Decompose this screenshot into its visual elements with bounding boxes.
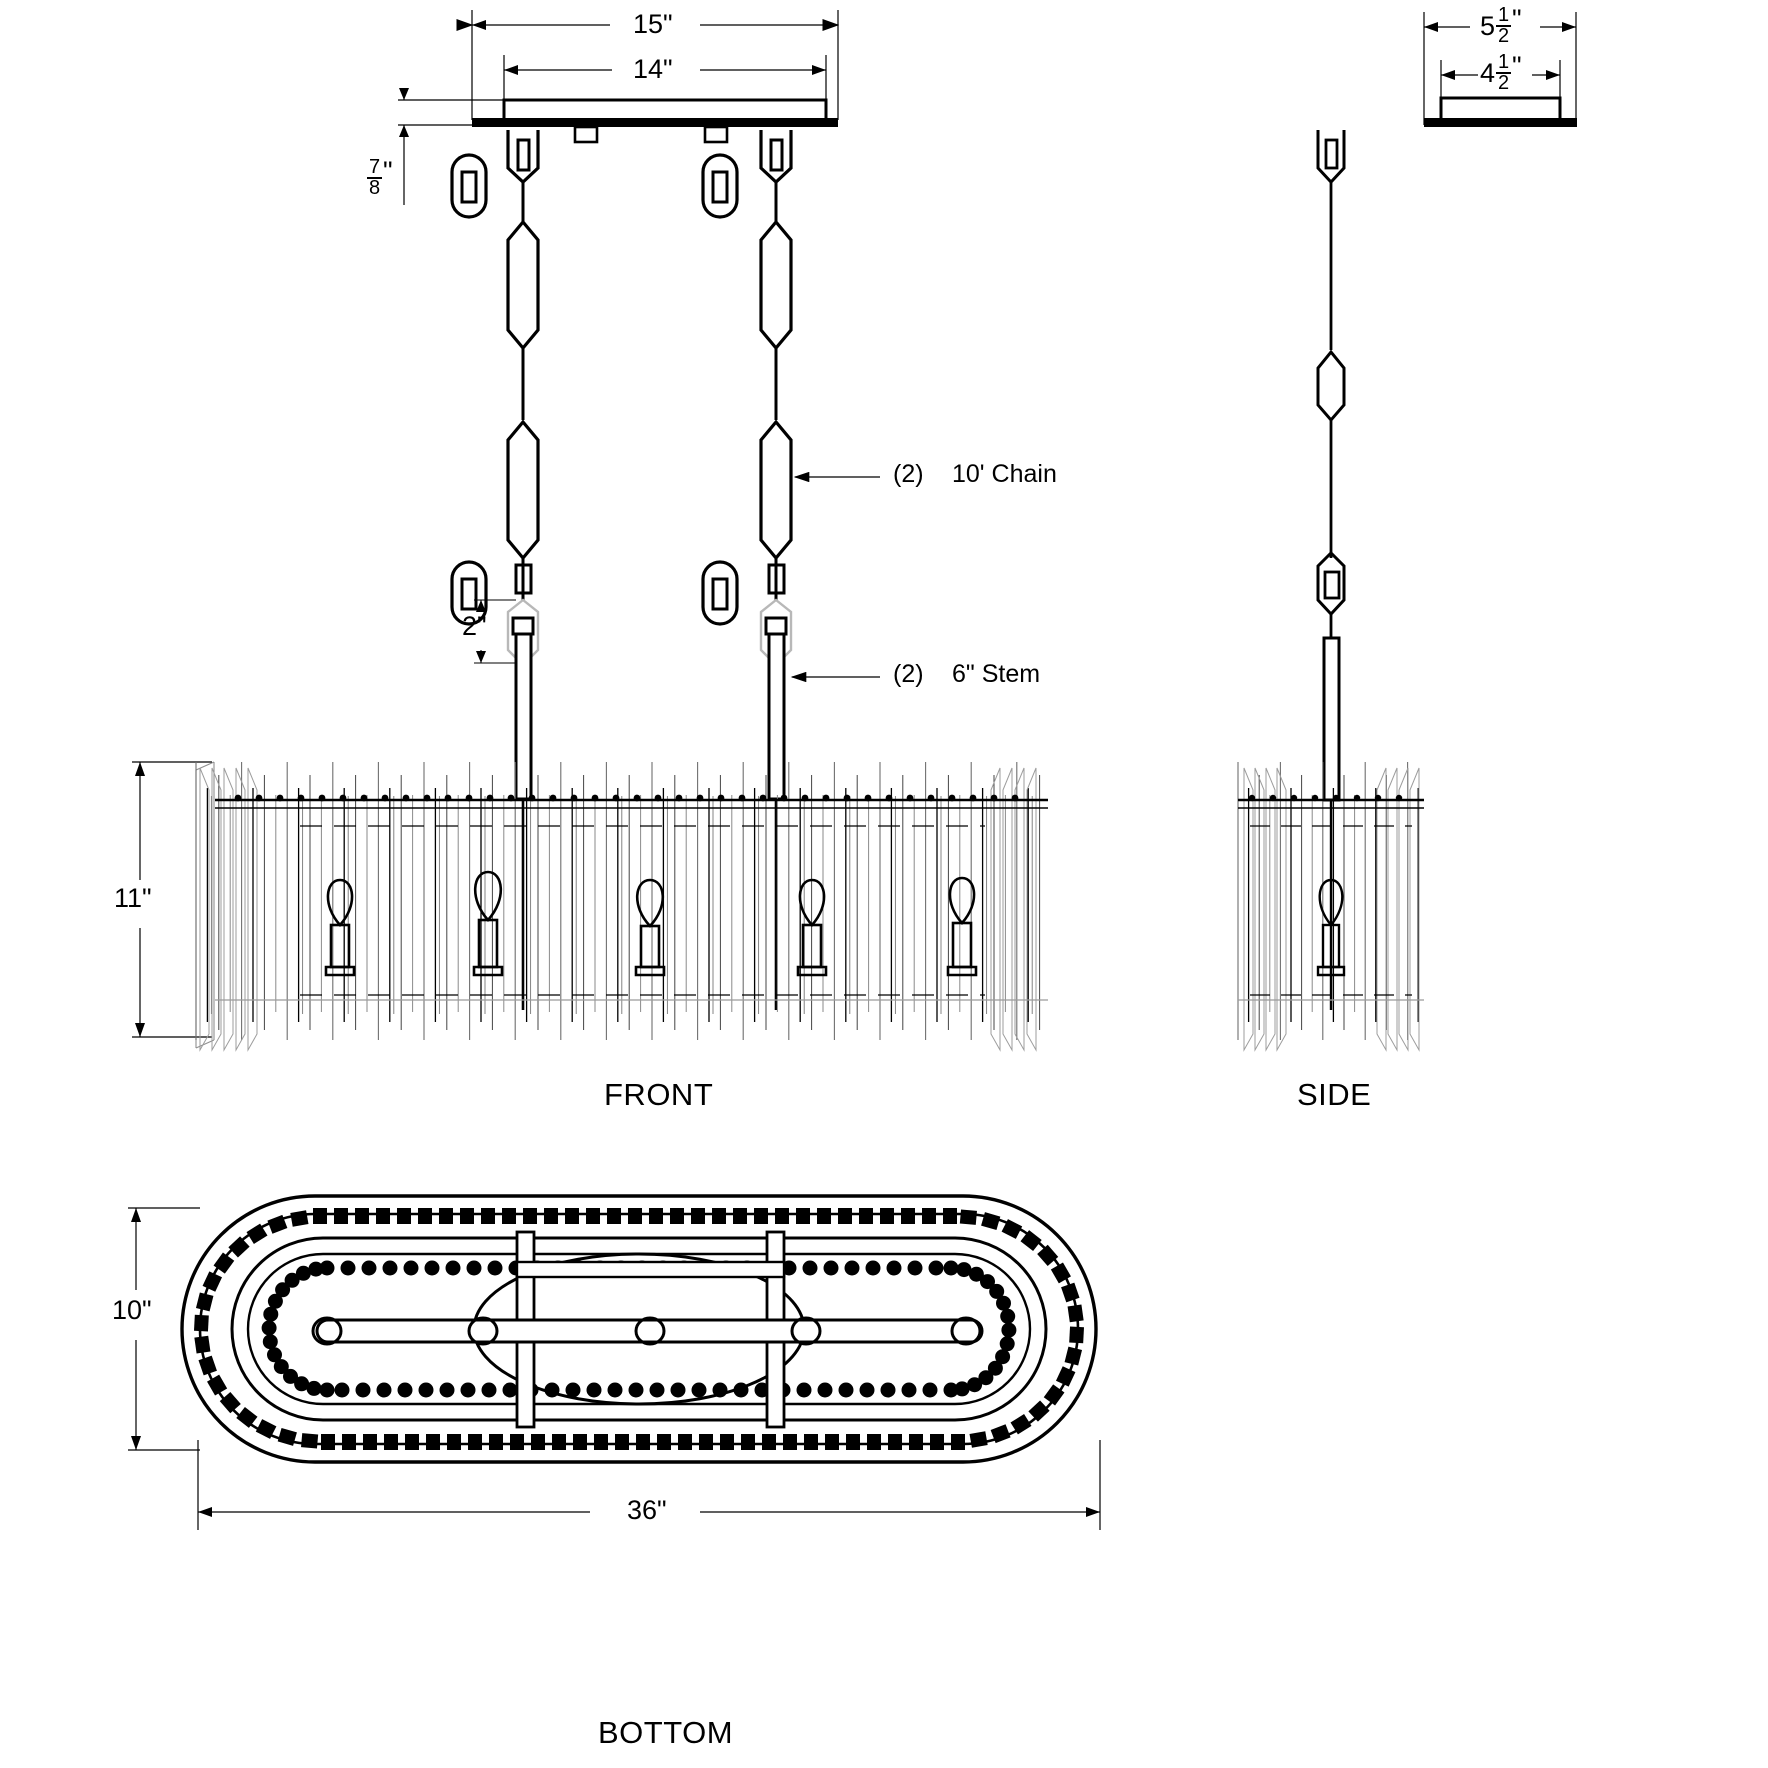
dim-label-10in: 10" — [112, 1295, 152, 1325]
side-chain — [1316, 130, 1346, 1010]
view-label-side: SIDE — [1297, 1077, 1372, 1112]
canopy-side — [1424, 96, 1577, 127]
dim-36in — [197, 1440, 1101, 1530]
front-shade — [195, 761, 1041, 1052]
bottom-view-geometry — [128, 1194, 1101, 1530]
dim-4half — [1440, 60, 1561, 120]
bottom-frame — [311, 1230, 984, 1429]
dim-label-5half: 5 1 2 " — [1480, 4, 1522, 47]
dim-10in — [128, 1207, 200, 1451]
view-label-front: FRONT — [604, 1077, 714, 1112]
dim-label-36in: 36" — [627, 1495, 667, 1525]
side-view-geometry — [1237, 12, 1577, 1052]
side-shade — [1237, 762, 1424, 1052]
front-hanger-left — [506, 130, 540, 1010]
spare-link-3 — [450, 560, 488, 626]
spare-link-4 — [701, 560, 739, 626]
front-hanger-right — [759, 130, 793, 1010]
dim-5half — [1423, 12, 1577, 125]
candle-2 — [472, 870, 504, 977]
callout-stem-qty: (2) — [893, 660, 924, 688]
spare-link-2 — [701, 153, 739, 219]
dim-label-4half: 4 1 2 " — [1480, 51, 1522, 94]
dim-label-15in: 15" — [633, 9, 673, 39]
front-frame-lines — [215, 798, 1048, 1001]
spare-link-1 — [450, 153, 488, 219]
front-candles — [324, 870, 978, 977]
dim-11in — [132, 761, 212, 1038]
callout-chain-qty: (2) — [893, 460, 924, 488]
front-view-geometry — [132, 10, 1048, 1052]
dim-7-8in — [398, 88, 512, 205]
dim-label-11in: 11" — [114, 883, 152, 913]
candle-1 — [324, 878, 356, 977]
view-label-bottom: BOTTOM — [598, 1715, 734, 1750]
candle-3 — [634, 878, 666, 977]
dim-label-7-8in: 7 8 " — [367, 156, 393, 199]
callout-stem-text: 6" Stem — [952, 660, 1041, 688]
callout-chain-text: 10' Chain — [952, 460, 1057, 488]
dim-label-2in: 2" — [462, 611, 487, 641]
dim-label-14in: 14" — [633, 54, 673, 84]
candle-5 — [946, 876, 978, 977]
candle-4 — [796, 878, 828, 977]
canopy-front — [472, 98, 838, 144]
dim-15in — [456, 10, 840, 120]
dim-2in — [474, 599, 516, 664]
dim-14in — [503, 55, 827, 120]
